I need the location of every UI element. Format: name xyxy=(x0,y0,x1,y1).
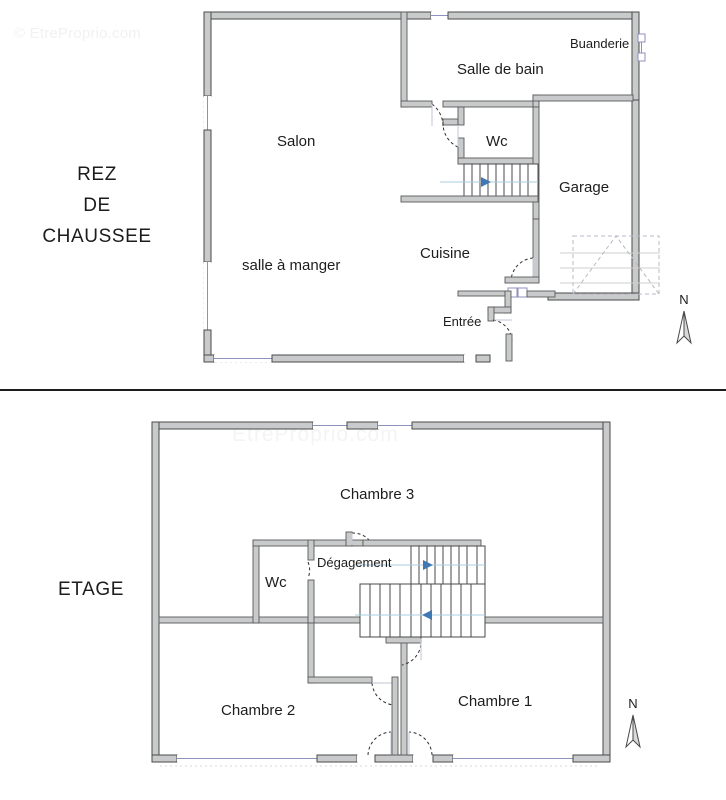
partition-hall-left-vertical xyxy=(307,622,315,684)
room-label-degagement: Dégagement xyxy=(317,555,392,570)
partition-chambre-divider-right xyxy=(400,638,408,756)
partition-garage-left-lower xyxy=(532,218,540,282)
wall-etage-bottom-mid-2 xyxy=(374,754,414,763)
compass-north-label-etage: N xyxy=(628,696,638,711)
room-label-wc: Wc xyxy=(486,133,508,150)
room-label-salle-de-bain: Salle de bain xyxy=(457,61,544,78)
wall-top-left xyxy=(203,11,432,20)
door-swing-chambre-2-hall xyxy=(371,682,395,706)
partition-sdb-bottom-right xyxy=(442,100,540,108)
wall-etage-top-left xyxy=(151,421,314,430)
bottom-wall-opening-2 xyxy=(464,355,476,362)
partition-salon-sdb-vertical xyxy=(400,11,408,108)
wall-etage-bottom-corner-left xyxy=(151,754,178,763)
rez-de-chaussee-drawing xyxy=(203,11,660,363)
wall-right-lower xyxy=(631,99,640,301)
partition-buanderie-bottom xyxy=(532,94,634,102)
wall-etage-right xyxy=(602,421,611,763)
compass-etage: N xyxy=(617,696,649,752)
watermark-logo: © EtreProprio.com xyxy=(14,25,141,42)
wall-bottom-corner-left xyxy=(203,354,215,363)
staircase-etage-lower-arrow xyxy=(422,610,432,620)
floor-label-etage: ETAGE xyxy=(2,575,180,606)
etage-bottom-window-gap-2 xyxy=(357,755,375,762)
room-label-cuisine: Cuisine xyxy=(420,245,471,262)
door-swing-entree xyxy=(492,319,513,342)
wall-etage-top-middle xyxy=(346,421,379,430)
room-label-buanderie: Buanderie xyxy=(570,36,630,51)
partition-wc-etage-left xyxy=(252,539,260,624)
partition-degagement-door-jamb xyxy=(345,531,353,547)
room-label-garage: Garage xyxy=(559,179,610,196)
etage-drawing xyxy=(151,421,611,767)
wall-top-right xyxy=(447,11,640,20)
partition-wc-left-upper xyxy=(457,106,465,126)
etage-bottom-window-gap-3 xyxy=(413,755,433,762)
staircase-rez-direction-arrow xyxy=(481,177,491,187)
room-label-chambre-3: Chambre 3 xyxy=(340,486,415,503)
door-swing-chambre-3 xyxy=(351,532,373,545)
compass-rez: N xyxy=(668,292,700,348)
floor-label-line-1: REZ xyxy=(77,164,117,185)
partition-wc-top-left-stub xyxy=(442,118,459,126)
floor-label-etage-line-1: ETAGE xyxy=(58,579,124,600)
wall-etage-top-right xyxy=(411,421,611,430)
wall-etage-left xyxy=(151,421,160,763)
floor-plan-etage: ETAGE EtreProprio.com xyxy=(0,392,726,800)
buanderie-window-symbol-bottom xyxy=(637,52,646,62)
floor-label-line-2: DE xyxy=(83,194,111,216)
room-label-chambre-1: Chambre 1 xyxy=(458,693,533,710)
door-swing-chambre-1-bottom xyxy=(408,731,433,756)
door-swing-wc xyxy=(442,121,459,148)
door-swing-cuisine xyxy=(510,257,534,282)
wall-left-middle xyxy=(203,129,212,263)
door-swing-salle-de-bain xyxy=(431,103,444,128)
partition-degagement-top xyxy=(362,539,482,547)
staircase-etage-lower xyxy=(359,583,486,638)
compass-north-arrow-icon-etage xyxy=(625,714,641,749)
wall-entry-step-vertical xyxy=(487,306,495,322)
wall-entry-left xyxy=(457,290,506,297)
partition-chambre2-top xyxy=(307,676,373,684)
garage-door-swing-indicator xyxy=(572,235,660,295)
partition-sdb-bottom-left-stub xyxy=(400,100,433,108)
door-swing-wc-etage xyxy=(307,561,311,579)
room-label-wc-etage: Wc xyxy=(265,574,287,591)
wall-left-upper xyxy=(203,11,212,97)
wall-stair-landing-etage xyxy=(385,636,422,644)
partition-etage-wc-bottom-left xyxy=(158,616,255,624)
door-swing-stair-landing xyxy=(401,638,422,666)
buanderie-window-symbol-top xyxy=(637,33,646,43)
wall-etage-bottom-corner-right xyxy=(572,754,611,763)
partition-wc-etage-right-lower xyxy=(307,579,315,624)
wall-etage-bottom-mid-3 xyxy=(432,754,454,763)
partition-chambre-divider-left xyxy=(391,676,399,756)
compass-north-label: N xyxy=(679,292,689,307)
partition-wc-etage-right-upper xyxy=(307,539,315,561)
floor-label-rez-de-chaussee: REZ DE CHAUSSEE xyxy=(8,160,186,252)
wall-bottom-corner-right xyxy=(475,354,491,363)
wall-entree-right-vertical xyxy=(505,333,513,362)
room-label-entree: Entrée xyxy=(443,314,482,329)
wall-entry-upper xyxy=(504,276,540,284)
room-label-salle-a-manger: salle à manger xyxy=(242,257,341,274)
partition-wc-bottom xyxy=(457,157,539,165)
floor-plan-rez-de-chaussee: © EtreProprio.com REZ DE CHAUSSEE xyxy=(0,0,726,390)
entry-door-symbol-right xyxy=(517,287,528,298)
room-label-salon: Salon xyxy=(277,133,316,150)
door-swing-chambre-2-bottom xyxy=(367,731,392,756)
wall-stair-landing-bottom xyxy=(400,195,539,203)
plan-page-divider xyxy=(0,389,726,391)
wall-etage-bottom-mid-1 xyxy=(316,754,358,763)
wall-entry-right xyxy=(526,290,556,298)
floor-label-line-3: CHAUSSEE xyxy=(42,225,152,247)
staircase-etage-upper-arrow xyxy=(423,560,433,570)
compass-north-arrow-icon xyxy=(676,310,692,345)
room-label-chambre-2: Chambre 2 xyxy=(221,702,296,719)
garage-door-outline xyxy=(572,235,660,295)
wall-bottom-main xyxy=(271,354,465,363)
